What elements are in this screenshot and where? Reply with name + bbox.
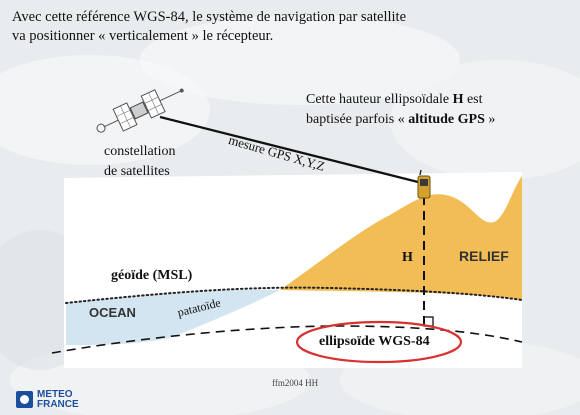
ellipsoid-label: ellipsoïde WGS-84 [319, 334, 430, 349]
satellite-icon [96, 88, 184, 133]
height-h-label: H [402, 250, 413, 265]
logo-text-line-2: FRANCE [37, 399, 79, 410]
title-line-1: Avec cette référence WGS-84, le système … [12, 9, 407, 25]
caption-line-2-bold: altitude GPS [408, 112, 485, 127]
geoid-label: géoïde (MSL) [111, 268, 193, 283]
footer-credit: ffm2004 HH [272, 378, 319, 388]
geoid-line [65, 286, 523, 304]
caption-line-2-post: » [484, 112, 496, 127]
ocean-label: OCEAN [89, 305, 136, 320]
satellite-label-line-1: constellation [104, 144, 176, 159]
caption-line-2-pre: baptisée parfois « [306, 112, 409, 127]
ellipsoid-highlight [295, 320, 463, 364]
meteo-france-logo: METEO FRANCE [16, 389, 106, 411]
gps-receiver-icon [417, 169, 431, 199]
satellite-label-line-2: de satellites [104, 164, 170, 179]
caption-line-1-post: est [463, 92, 483, 107]
relief-label: RELIEF [459, 248, 509, 264]
measure-line [159, 115, 419, 184]
relief-area [280, 176, 522, 300]
logo-mark-icon [16, 391, 33, 408]
caption-line-1-pre: Cette hauteur ellipsoïdale [306, 92, 453, 107]
caption-line-2: baptisée parfois « altitude GPS » [306, 112, 495, 128]
title-line-2: va positionner « verticalement » le réce… [12, 28, 274, 44]
caption-line-1-bold: H [452, 92, 464, 107]
caption-line-1: Cette hauteur ellipsoïdale H est [306, 92, 483, 108]
ocean-area [66, 289, 280, 346]
logo-text-line-1: METEO [37, 389, 73, 400]
